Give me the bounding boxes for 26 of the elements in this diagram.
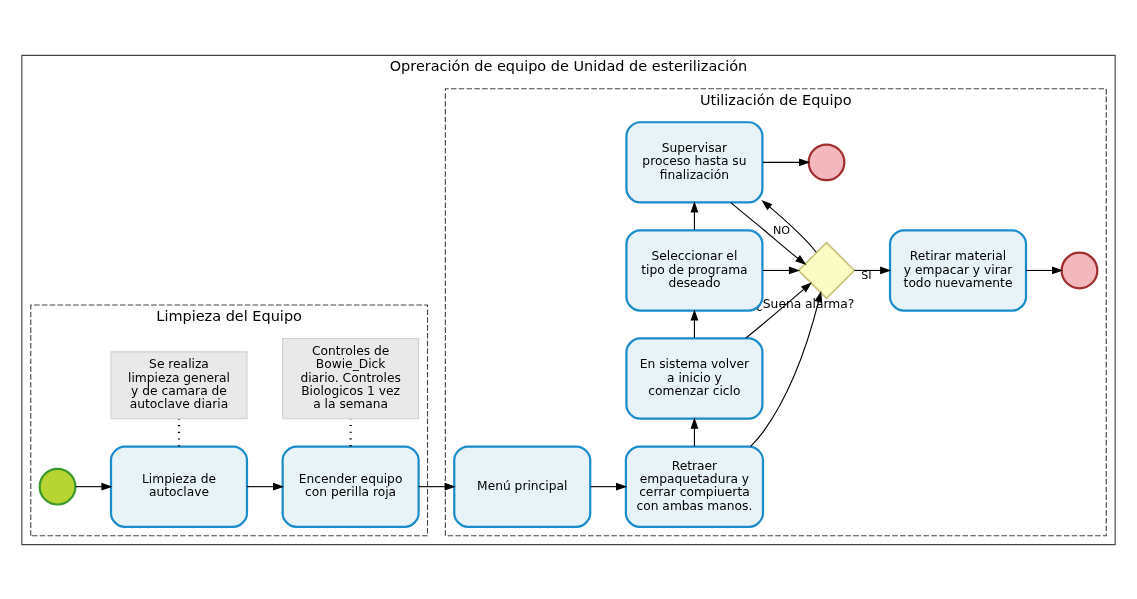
node-box: Retraer empaquetadura y cerrar compiuerta con ambas manos. <box>624 444 765 528</box>
node-circle <box>38 467 77 506</box>
node-box: Menú principal <box>453 444 592 528</box>
arrow <box>1025 266 1064 274</box>
node-box: Encender equipo con perilla roja <box>281 444 420 528</box>
node-box: Controles de Bowie_Dick diario. Controles Biologicos 1 vez a la semana <box>282 337 420 419</box>
arrow <box>589 482 628 491</box>
arrow <box>418 482 456 491</box>
node-box: Se realiza limpieza general y de camara de autoclave diaria <box>110 350 248 419</box>
arrow <box>750 290 823 447</box>
arrow <box>762 266 801 274</box>
arrow <box>853 266 892 274</box>
node-box: Supervisar proceso hasta su finalización <box>625 120 764 204</box>
edge-label: SI <box>861 268 872 282</box>
edge-label: NO <box>773 223 791 237</box>
node-circle <box>1060 251 1099 289</box>
arrow <box>761 199 817 253</box>
node-box: En sistema volver a inicio y comenzar ciclo <box>625 336 764 420</box>
arrow <box>75 482 113 491</box>
arrow <box>730 201 807 265</box>
arrow <box>246 482 285 491</box>
node-box: Retirar material y empacar y virar todo nuevamente <box>888 228 1028 312</box>
connector <box>177 418 181 446</box>
node-circle <box>807 142 846 181</box>
arrow <box>762 157 811 166</box>
node-box: Limpieza de autoclave <box>109 444 249 528</box>
